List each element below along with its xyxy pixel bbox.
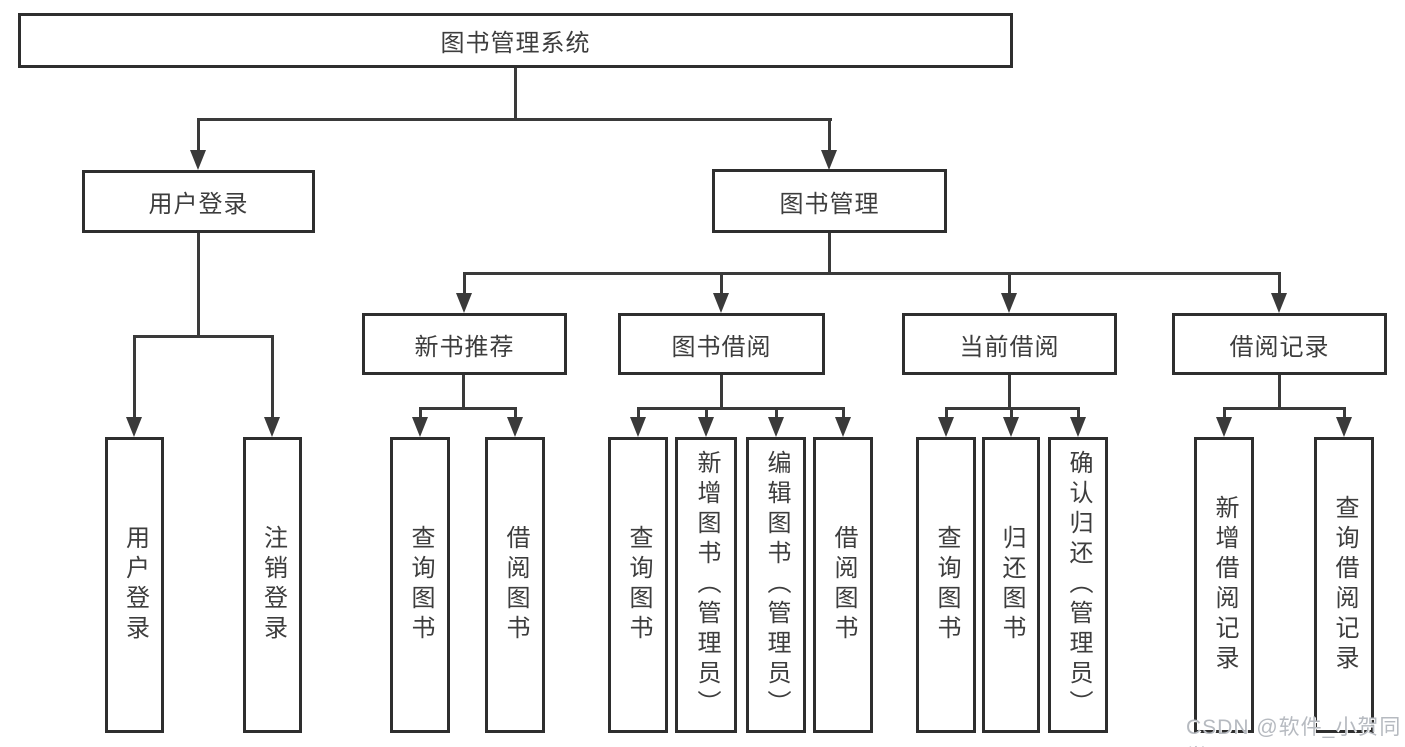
connector-leaf xyxy=(514,407,517,419)
node-book-borrowing: 图书借阅 xyxy=(618,313,825,375)
arrow-down xyxy=(190,150,206,170)
node-label: 新增借阅记录 xyxy=(1211,495,1238,675)
connector-leaf xyxy=(419,407,422,419)
arrow-down xyxy=(1271,293,1287,313)
arrow-down xyxy=(1070,417,1086,437)
node-label: 借阅图书 xyxy=(502,525,529,645)
node-label: 归还图书 xyxy=(998,525,1025,645)
node-query-books-current: 查询图书 xyxy=(916,437,976,733)
node-label: 借阅图书 xyxy=(830,525,857,645)
node-label: 用户登录 xyxy=(148,191,249,218)
arrow-down xyxy=(698,417,714,437)
arrow-down xyxy=(938,417,954,437)
connector-records-stem xyxy=(1278,375,1281,407)
connector-leaf xyxy=(1077,407,1080,419)
node-label: 新增图书（管理员） xyxy=(693,450,720,720)
connector-user-login-span xyxy=(133,335,274,338)
node-label: 查询图书 xyxy=(625,525,652,645)
arrow-down xyxy=(126,417,142,437)
connector-leaf xyxy=(1343,407,1346,419)
node-borrow-books-recommend: 借阅图书 xyxy=(485,437,545,733)
connector-to-borrow-records xyxy=(1278,272,1281,293)
node-add-books-admin: 新增图书（管理员） xyxy=(675,437,737,733)
connector-user-login-stem xyxy=(197,233,200,335)
arrow-down xyxy=(264,417,280,437)
node-label: 借阅记录 xyxy=(1229,333,1330,361)
node-label: 编辑图书（管理员） xyxy=(763,450,790,720)
connector-root-stem xyxy=(514,68,517,118)
node-confirm-return-admin: 确认归还（管理员） xyxy=(1048,437,1108,733)
connector-root-span xyxy=(197,118,832,121)
connector-leaf xyxy=(842,407,845,419)
node-current-borrowing: 当前借阅 xyxy=(902,313,1117,375)
node-label: 图书借阅 xyxy=(671,333,772,361)
connector-new-book-stem xyxy=(462,375,465,407)
connector-new-book-span xyxy=(419,407,517,410)
connector-records-span xyxy=(1223,407,1346,410)
arrow-down xyxy=(835,417,851,437)
connector-leaf xyxy=(637,407,640,419)
node-user-login: 用户登录 xyxy=(105,437,164,733)
connector-book-mgmt-stem xyxy=(828,233,831,272)
connector-book-mgmt-span xyxy=(463,272,1281,275)
connector-book-borrow-span xyxy=(637,407,845,410)
arrow-down xyxy=(1001,293,1017,313)
node-borrowing-records: 借阅记录 xyxy=(1172,313,1387,375)
node-label: 查询图书 xyxy=(933,525,960,645)
node-query-borrow-record: 查询借阅记录 xyxy=(1314,437,1374,733)
connector-to-logout-leaf xyxy=(271,335,274,417)
arrow-down xyxy=(630,417,646,437)
connector-to-current-borrow xyxy=(1008,272,1011,293)
node-add-borrow-record: 新增借阅记录 xyxy=(1194,437,1254,733)
connector-to-book-borrow xyxy=(720,272,723,293)
arrow-down xyxy=(507,417,523,437)
node-edit-books-admin: 编辑图书（管理员） xyxy=(746,437,806,733)
connector-leaf xyxy=(1010,407,1013,419)
connector-to-new-book xyxy=(463,272,466,293)
node-borrow-books-borrowing: 借阅图书 xyxy=(813,437,873,733)
connector-current-borrow-stem xyxy=(1008,375,1011,407)
connector-to-user-login xyxy=(197,118,200,152)
connector-book-borrow-stem xyxy=(720,375,723,407)
arrow-down xyxy=(1336,417,1352,437)
node-library-management-system: 图书管理系统 xyxy=(18,13,1013,68)
node-label: 注销登录 xyxy=(259,525,287,645)
connector-to-login-leaf xyxy=(133,335,136,417)
node-label: 图书管理 xyxy=(779,190,880,218)
node-return-books: 归还图书 xyxy=(982,437,1040,733)
watermark-csdn: CSDN @软件_小贺同学 xyxy=(1186,716,1402,747)
node-query-books-borrowing: 查询图书 xyxy=(608,437,668,733)
arrow-down xyxy=(456,293,472,313)
node-query-books-recommend: 查询图书 xyxy=(390,437,450,733)
node-logout: 注销登录 xyxy=(243,437,302,733)
node-label: 当前借阅 xyxy=(959,333,1060,361)
node-label: 查询借阅记录 xyxy=(1331,495,1358,675)
arrow-down xyxy=(1216,417,1232,437)
node-label: 确认归还（管理员） xyxy=(1065,450,1092,720)
arrow-down xyxy=(412,417,428,437)
node-label: 图书管理系统 xyxy=(440,30,591,57)
arrow-down xyxy=(1003,417,1019,437)
connector-leaf xyxy=(1223,407,1226,419)
connector-leaf xyxy=(705,407,708,419)
node-book-management: 图书管理 xyxy=(712,169,947,233)
arrow-down xyxy=(713,293,729,313)
connector-to-book-management xyxy=(828,118,831,152)
node-new-book-recommendation: 新书推荐 xyxy=(362,313,567,375)
arrow-down xyxy=(768,417,784,437)
node-label: 新书推荐 xyxy=(414,333,515,361)
node-label: 用户登录 xyxy=(121,525,149,645)
node-user-login-group: 用户登录 xyxy=(82,170,315,233)
arrow-down xyxy=(821,150,837,170)
node-label: 查询图书 xyxy=(407,525,434,645)
connector-leaf xyxy=(945,407,948,419)
connector-leaf xyxy=(775,407,778,419)
